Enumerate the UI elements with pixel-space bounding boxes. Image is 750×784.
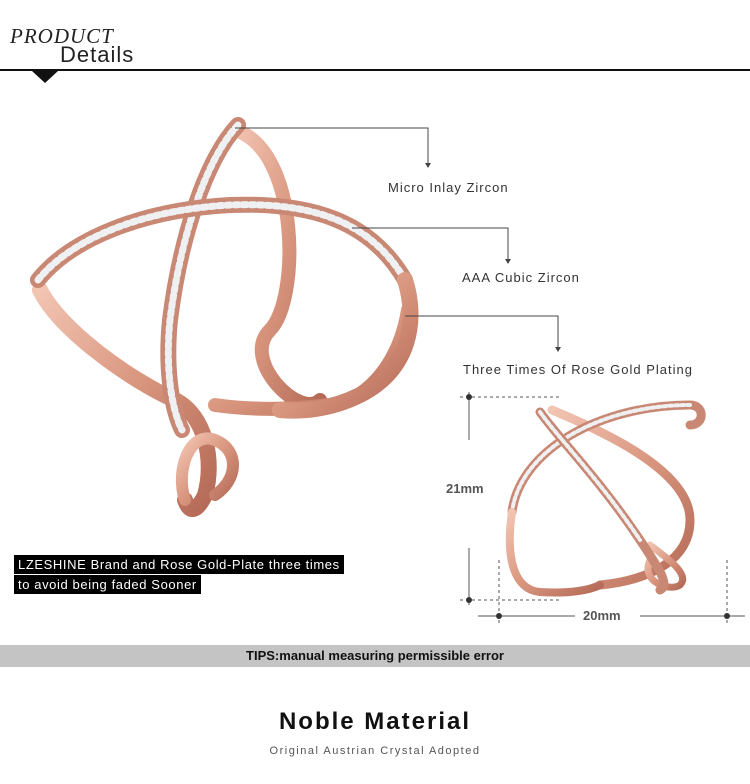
callout-leaders bbox=[235, 127, 559, 350]
callout-micro-inlay-zircon: Micro Inlay Zircon bbox=[388, 180, 509, 195]
header-arrow-icon bbox=[32, 71, 58, 83]
dimension-marker-icon bbox=[466, 394, 472, 400]
brand-banner-line-2: to avoid being faded Sooner bbox=[14, 575, 201, 594]
header-divider bbox=[0, 69, 750, 71]
arrow-icon bbox=[505, 259, 511, 264]
noble-material-title: Noble Material bbox=[278, 708, 472, 735]
dimension-width-label: 20mm bbox=[583, 608, 621, 623]
header-details-label: Details bbox=[60, 42, 135, 67]
dimension-marker-icon bbox=[724, 613, 730, 619]
large-ring-image bbox=[30, 117, 419, 517]
arrow-icon bbox=[555, 347, 561, 352]
callout-rose-gold-plating: Three Times Of Rose Gold Plating bbox=[463, 362, 693, 377]
dimension-guides bbox=[460, 392, 745, 625]
tips-bar: TIPS:manual measuring permissible error bbox=[0, 645, 750, 667]
dimension-marker-icon bbox=[466, 597, 472, 603]
dimension-marker-icon bbox=[496, 613, 502, 619]
small-ring-image bbox=[505, 400, 706, 597]
header-product-label: PRODUCT bbox=[10, 24, 114, 48]
callout-aaa-cubic-zircon: AAA Cubic Zircon bbox=[462, 270, 580, 285]
dimension-height-label: 21mm bbox=[446, 481, 484, 496]
brand-banner-line-1: LZESHINE Brand and Rose Gold-Plate three… bbox=[14, 555, 344, 574]
noble-material-subtitle: Original Austrian Crystal Adopted bbox=[269, 745, 481, 757]
arrow-icon bbox=[425, 163, 431, 168]
